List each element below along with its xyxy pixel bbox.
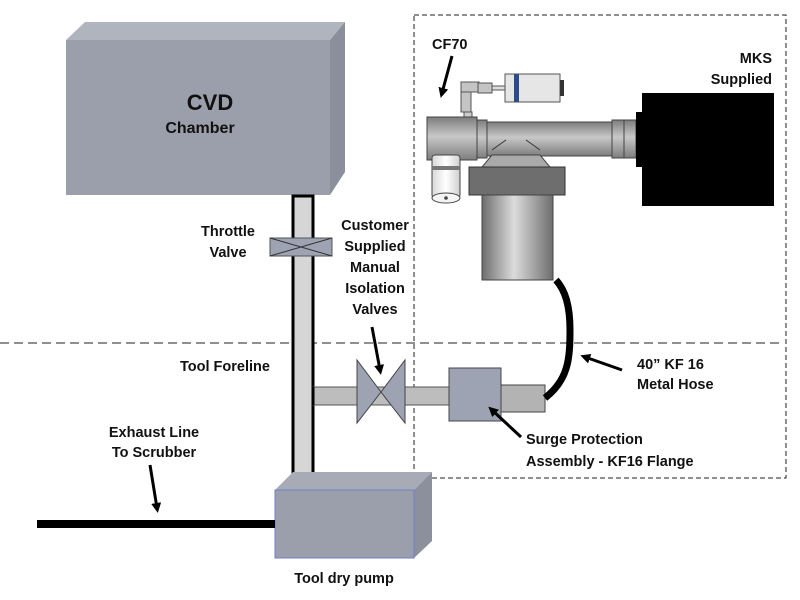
exhaust-line-label-1: Exhaust Line [109,425,199,441]
main-tube [486,121,613,157]
throttle-valve-label-1: Throttle [201,224,255,240]
metal-hose-arrow [580,353,623,372]
tool-dry-pump-label: Tool dry pump [294,571,394,587]
isolation-label-2: Supplied [344,239,405,255]
mks-pump-body [642,93,774,206]
chamber-title: CVD [187,90,233,115]
small-gauge-band [432,166,460,170]
isolation-label-1: Customer [341,218,409,234]
gauge-cap [560,80,564,96]
metal-hose-label-2: Metal Hose [637,377,714,393]
kf16-flange-pipe [500,384,546,413]
metal-hose-label-1: 40” KF 16 [637,357,704,373]
cf70-arrow [438,55,454,98]
trap-cylinder [481,194,554,281]
tube-collar-1 [611,119,625,159]
throttle-valve-label-2: Valve [209,245,246,261]
cf70-flange [426,116,478,161]
chamber-top-face [66,22,345,40]
exhaust-line [37,520,275,528]
pump-front-face [274,489,415,559]
tee-cone [480,154,552,168]
isolation-arrow [370,326,385,375]
isolation-label-5: Valves [352,302,397,318]
gauge-band [514,74,519,102]
tube-collar-2 [623,119,637,159]
mks-supplied-boundary [413,14,787,479]
throttle-valve [269,237,333,257]
mks-supplied-label-2: Supplied [711,72,772,88]
mks-assembly [426,73,774,281]
tool-foreline-label: Tool Foreline [180,359,270,375]
small-gauge [431,154,461,199]
mks-supplied-label-1: MKS [740,51,773,67]
pump-side-face [414,472,432,558]
exhaust-line-label-2: To Scrubber [112,445,197,461]
cf70-label: CF70 [432,37,467,53]
gauge-elbow-horizontal [460,81,480,93]
isolation-valve-left [356,358,382,425]
manual-isolation-valve [356,358,406,425]
surge-protection-label-1: Surge Protection [526,432,643,448]
mks-pump-neck [636,112,644,167]
exhaust-arrow [148,464,162,513]
cf70-collar [476,119,488,159]
chamber-side-face [330,22,345,195]
chamber-subtitle: Chamber [165,120,234,137]
surge-protection-label-2: Assembly - KF16 Flange [526,454,694,470]
isolation-label-4: Isolation [345,281,405,297]
isolation-label-3: Manual [350,260,400,276]
trap-housing [468,166,566,196]
pump-top-face [275,472,432,490]
gauge-connector [477,82,493,94]
gauge-stem [491,85,506,91]
tool-dry-pump [274,472,432,559]
pressure-gauge [504,73,561,103]
surge-protection-arrow [488,406,523,439]
metal-hose [542,277,574,401]
chamber-front-face [66,40,330,195]
cvd-chamber: CVD Chamber [66,22,345,195]
isolation-valve-right [380,358,406,425]
